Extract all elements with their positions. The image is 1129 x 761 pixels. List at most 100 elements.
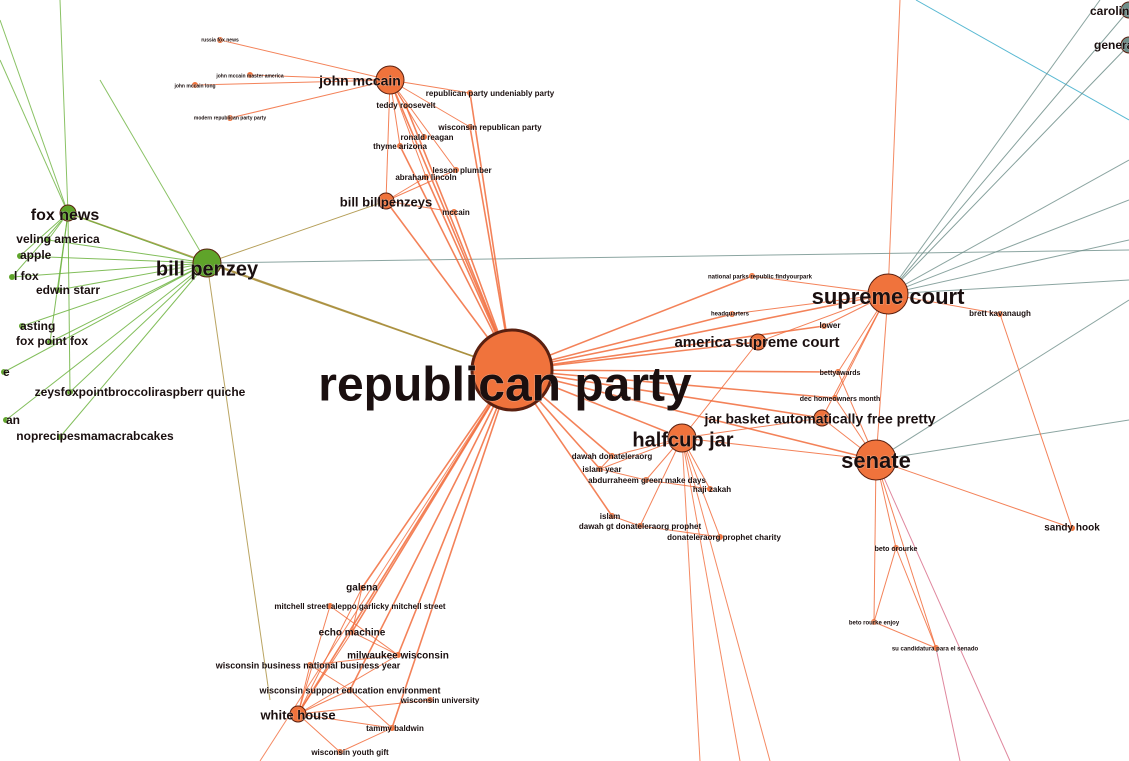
graph-edge-rp-gl xyxy=(361,369,513,589)
graph-node-jm[interactable] xyxy=(375,65,405,95)
graph-edge-br-su xyxy=(895,547,937,649)
graph-node-label-lw: lower xyxy=(820,321,841,330)
graph-node-tr[interactable] xyxy=(403,103,409,109)
graph-node-ta[interactable] xyxy=(397,143,403,149)
graph-edge-sh-bk xyxy=(999,313,1073,529)
graph-node-dgp[interactable] xyxy=(637,523,643,529)
graph-node-ms[interactable] xyxy=(57,434,63,440)
graph-node-mrp[interactable] xyxy=(227,115,233,121)
graph-node-bv[interactable] xyxy=(835,369,841,375)
graph-node-dd[interactable] xyxy=(609,453,615,459)
graph-edge-hj-asc xyxy=(681,341,759,439)
graph-node-hr[interactable] xyxy=(729,311,735,317)
graph-edge-wh-gl xyxy=(297,587,363,715)
graph-node-fp[interactable] xyxy=(47,339,53,345)
graph-node-ag[interactable] xyxy=(643,477,649,483)
graph-node-label-iy: islam year xyxy=(582,465,621,474)
graph-node-as[interactable] xyxy=(19,323,25,329)
graph-node-hz[interactable] xyxy=(707,486,713,492)
graph-node-sh[interactable] xyxy=(1069,525,1075,531)
graph-node-wr[interactable] xyxy=(467,124,473,130)
graph-node-label-mc: mccain xyxy=(442,208,470,217)
graph-node-ga[interactable] xyxy=(1120,36,1129,54)
graph-node-iy[interactable] xyxy=(597,466,603,472)
graph-node-hj[interactable] xyxy=(667,423,697,453)
graph-node-lp[interactable] xyxy=(453,167,459,173)
graph-node-df[interactable] xyxy=(832,395,838,401)
graph-node-label-se: senate xyxy=(841,448,911,473)
graph-node-e[interactable] xyxy=(1,369,7,375)
graph-node-sc[interactable] xyxy=(867,273,909,315)
graph-node-tb[interactable] xyxy=(389,725,395,731)
graph-edge-rp-rpu xyxy=(469,92,513,371)
graph-edge-background xyxy=(887,0,1101,295)
graph-node-label-bv: bettyawards xyxy=(820,370,861,377)
graph-node-label-jm: john mccain xyxy=(318,73,401,89)
graph-node-label-wse: wisconsin support education environment xyxy=(258,685,440,695)
graph-node-wyg[interactable] xyxy=(337,749,343,755)
graph-node-label-hz: haji zakah xyxy=(693,485,731,494)
graph-node-label-rfc: russia fox news xyxy=(201,37,239,43)
graph-node-su[interactable] xyxy=(933,645,939,651)
graph-node-jml[interactable] xyxy=(192,82,198,88)
graph-node-wbn[interactable] xyxy=(307,662,313,668)
graph-node-asc[interactable] xyxy=(749,333,767,351)
graph-edge-jm-jmm xyxy=(249,74,391,81)
graph-node-rfc[interactable] xyxy=(217,37,223,43)
graph-node-label-sc: supreme court xyxy=(812,284,965,309)
graph-node-zf[interactable] xyxy=(67,389,73,395)
graph-edge-background xyxy=(887,199,1129,295)
graph-edge-fn-zf xyxy=(67,212,71,393)
graph-node-msa[interactable] xyxy=(327,603,333,609)
graph-node-al[interactable] xyxy=(423,174,429,180)
graph-node-label-es: edwin starr xyxy=(36,283,100,297)
graph-node-jb[interactable] xyxy=(813,409,831,427)
graph-node-label-gl: galena xyxy=(346,583,378,594)
graph-edge-is-dgp xyxy=(611,515,641,527)
graph-edge-wbn-wse xyxy=(309,664,351,691)
graph-node-em[interactable] xyxy=(349,629,355,635)
graph-node-br[interactable] xyxy=(893,545,899,551)
graph-edge-bp-as xyxy=(21,262,208,327)
graph-edge-fn-fp xyxy=(49,212,69,343)
graph-node-label-ms: noprecipesmamacrabcakes xyxy=(16,429,174,443)
graph-edge-br-bre xyxy=(873,547,897,623)
graph-node-gl[interactable] xyxy=(359,585,365,591)
graph-edge-jm-al xyxy=(389,79,427,178)
graph-node-se[interactable] xyxy=(855,439,897,481)
graph-node-label-wbn: wisconsin business national business yea… xyxy=(215,660,401,670)
graph-node-rpu[interactable] xyxy=(467,90,473,96)
graph-node-is[interactable] xyxy=(609,513,615,519)
graph-edge-sc-np xyxy=(751,275,889,295)
graph-node-es[interactable] xyxy=(55,287,61,293)
graph-edge-wh-mw xyxy=(297,654,399,715)
graph-edge-background xyxy=(681,437,741,761)
graph-node-wu[interactable] xyxy=(427,697,433,703)
graph-node-mw[interactable] xyxy=(395,652,401,658)
graph-node-ch[interactable] xyxy=(1120,1,1129,19)
graph-edge-dgp-dpc xyxy=(639,525,721,538)
graph-node-rp[interactable] xyxy=(470,328,554,412)
graph-node-wh[interactable] xyxy=(289,705,307,723)
graph-node-an[interactable] xyxy=(3,417,9,423)
graph-node-label-zf: zeysfoxpointbroccoliraspberr quiche xyxy=(35,385,246,399)
graph-node-jmm[interactable] xyxy=(247,72,253,78)
graph-edge-background xyxy=(59,0,69,214)
graph-node-bb[interactable] xyxy=(377,192,395,210)
graph-node-rr[interactable] xyxy=(421,134,427,140)
graph-node-lf[interactable] xyxy=(9,274,15,280)
graph-node-ap[interactable] xyxy=(17,253,23,259)
graph-node-fn[interactable] xyxy=(59,204,77,222)
graph-node-tv[interactable] xyxy=(45,237,51,243)
graph-node-np[interactable] xyxy=(749,273,755,279)
graph-node-mc[interactable] xyxy=(451,209,457,215)
graph-node-bre[interactable] xyxy=(871,619,877,625)
graph-node-bp[interactable] xyxy=(192,248,222,278)
graph-node-bk[interactable] xyxy=(997,311,1003,317)
graph-node-dpc[interactable] xyxy=(717,534,723,540)
graph-node-wse[interactable] xyxy=(347,687,353,693)
graph-edge-rp-ta xyxy=(399,145,513,371)
graph-node-lw[interactable] xyxy=(821,323,827,329)
